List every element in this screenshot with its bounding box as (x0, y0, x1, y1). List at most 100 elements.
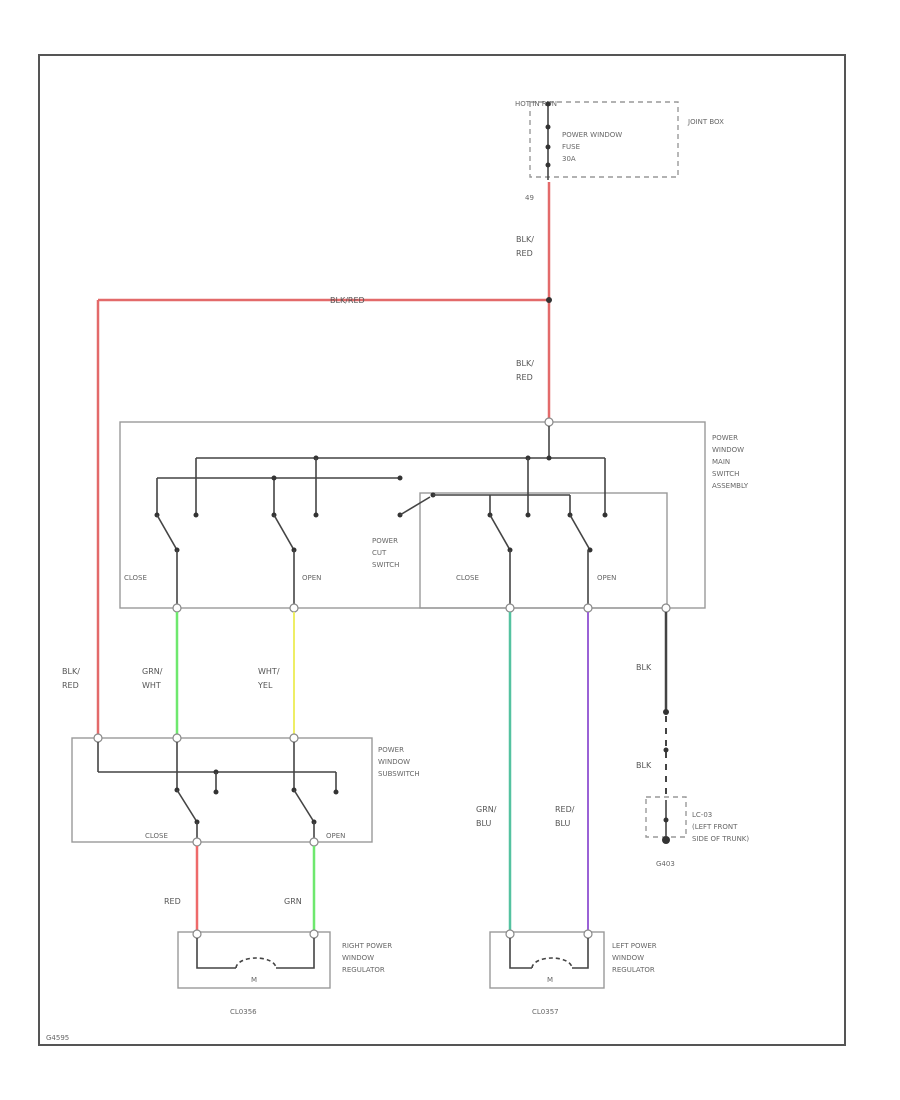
right-regulator-terminal (309, 929, 319, 939)
subswitch-blade-close (176, 789, 198, 823)
subswitch-outline (71, 737, 373, 843)
ground-connector-node (663, 747, 669, 753)
switch-blade-left-open (569, 514, 591, 551)
main-switch-inner-outline (419, 492, 668, 609)
subswitch-label-line3: SUBSWITCH (378, 770, 420, 778)
switch-blade-right-open (273, 514, 295, 551)
left-regulator-outline (489, 931, 605, 989)
wire-label-grn-wht-2: WHT (142, 681, 161, 690)
fuse-node (545, 101, 551, 107)
subswitch-label-line1: POWER (378, 746, 404, 754)
subswitch-output-terminal (192, 837, 202, 847)
main-switch-terminal (289, 603, 299, 613)
joint-box-label: JOINT BOX (687, 118, 724, 126)
right-regulator-terminal (192, 929, 202, 939)
fuse-node (545, 162, 551, 168)
contact-dot (213, 789, 219, 795)
main-switch-input-terminal (544, 417, 554, 427)
right-regulator-label-line2: WINDOW (342, 954, 374, 962)
power-cut-label-line2: CUT (372, 549, 387, 557)
subswitch-label-line2: WINDOW (378, 758, 410, 766)
contact-dot (525, 512, 531, 518)
wire-label-red-blu-1: RED/ (555, 805, 575, 814)
main-switch-label-line1: POWER (712, 434, 738, 442)
wire-label-blk-lower: BLK (636, 761, 652, 770)
wire-label-wht-yel-2: YEL (257, 681, 273, 690)
ground-splice-dot (663, 709, 669, 715)
main-switch-close-left-label: CLOSE (456, 574, 479, 582)
fuse-node (545, 124, 551, 130)
splice-dot (546, 297, 552, 303)
wire-label-feed-lower-2: RED (516, 373, 533, 382)
bus-node (546, 455, 552, 461)
contact-dot (602, 512, 608, 518)
main-switch-terminal (661, 603, 671, 613)
main-switch-terminal (505, 603, 515, 613)
left-regulator-terminal (505, 929, 515, 939)
wire-label-wht-yel-1: WHT/ (258, 667, 280, 676)
wire-label-feed-upper-2: RED (516, 249, 533, 258)
wire-label-red-blu-2: BLU (555, 819, 571, 828)
right-regulator-code: CL0356 (230, 1008, 257, 1016)
wire-label-red: RED (164, 897, 181, 906)
fuse-supply-label: HOT IN RUN (515, 100, 557, 108)
right-regulator-outline (177, 931, 331, 989)
left-motor-wiring (509, 938, 589, 969)
wire-label-grn-wht-1: GRN/ (142, 667, 163, 676)
diagram-code: G4595 (46, 1034, 69, 1042)
wire-label-feed-horizontal: BLK/RED (330, 296, 365, 305)
main-switch-label-line2: WINDOW (712, 446, 744, 454)
main-switch-label-line5: ASSEMBLY (712, 482, 749, 490)
main-switch-open-left-label: OPEN (597, 574, 616, 582)
main-switch-label-line4: SWITCH (712, 470, 739, 478)
right-regulator-label-line1: RIGHT POWER (342, 942, 392, 950)
main-switch-outline (119, 421, 706, 609)
fuse-rating: 30A (562, 155, 576, 163)
wire-label-feed-upper-1: BLK/ (516, 235, 534, 244)
fuse-name-line2: FUSE (562, 143, 580, 151)
main-switch-terminal (583, 603, 593, 613)
switch-blade-left-close (489, 514, 511, 551)
subswitch-terminal (93, 733, 103, 743)
left-regulator-label-line1: LEFT POWER (612, 942, 657, 950)
wire-label-left-feed-1: BLK/ (62, 667, 80, 676)
left-regulator-label-line3: REGULATOR (612, 966, 655, 974)
main-switch-terminal (172, 603, 182, 613)
subswitch-close-label: CLOSE (145, 832, 168, 840)
contact-dot (333, 789, 339, 795)
right-motor-icon (235, 957, 277, 969)
left-motor-label: M (547, 976, 553, 984)
joint-box-outline (529, 101, 679, 178)
cut-bar-node (397, 475, 403, 481)
wire-label-grn: GRN (284, 897, 302, 906)
left-regulator-terminal (583, 929, 593, 939)
main-switch-label-line3: MAIN (712, 458, 730, 466)
subswitch-terminal (289, 733, 299, 743)
left-motor-icon (531, 957, 573, 969)
main-switch-open-right-label: OPEN (302, 574, 321, 582)
ground-label-line3: SIDE OF TRUNK) (692, 835, 749, 843)
subswitch-open-label: OPEN (326, 832, 345, 840)
right-motor-wiring (196, 938, 315, 969)
left-regulator-label-line2: WINDOW (612, 954, 644, 962)
subswitch-terminal (172, 733, 182, 743)
fuse-node (545, 144, 551, 150)
diagram-frame (38, 54, 846, 1046)
subswitch-blade-open (293, 789, 315, 823)
wire-label-grn-blu-1: GRN/ (476, 805, 497, 814)
cut-bar-node (271, 475, 277, 481)
ground-connector-node (663, 817, 669, 823)
contact-dot (313, 512, 319, 518)
fuse-name-line1: POWER WINDOW (562, 131, 622, 139)
ground-point (662, 836, 670, 844)
right-motor-label: M (251, 976, 257, 984)
ground-label-line2: (LEFT FRONT (692, 823, 738, 831)
left-regulator-code: CL0357 (532, 1008, 559, 1016)
wire-label-left-feed-2: RED (62, 681, 79, 690)
power-cut-blade (399, 496, 431, 516)
subswitch-output-terminal (309, 837, 319, 847)
power-cut-label-line1: POWER (372, 537, 398, 545)
main-switch-close-right-label: CLOSE (124, 574, 147, 582)
ground-code: G403 (656, 860, 675, 868)
